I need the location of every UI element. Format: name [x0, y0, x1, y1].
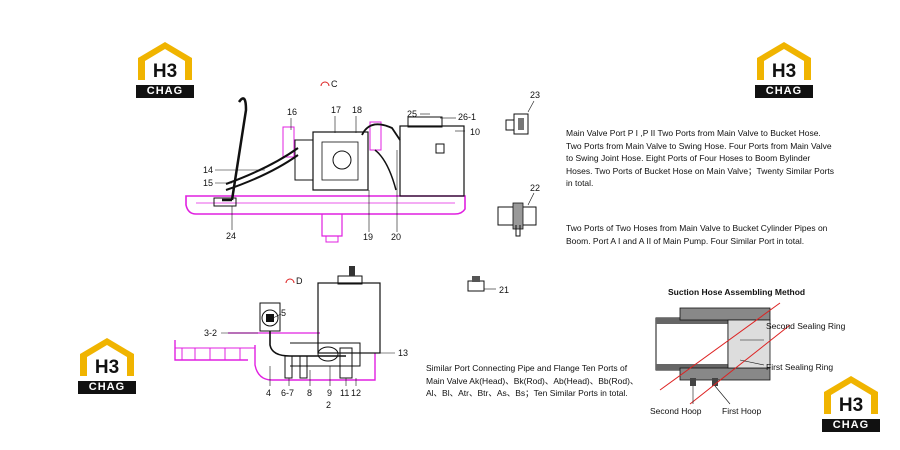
fitting-22-icon — [497, 192, 537, 237]
logo-mark-icon: H3 — [138, 42, 192, 82]
callout-label: 9 — [327, 388, 333, 398]
label-first-sealing-ring: First Sealing Ring — [766, 362, 834, 372]
callout-label: 17 — [331, 105, 342, 115]
logo-mark-text: H3 — [839, 395, 863, 414]
suction-title: Suction Hose Assembling Method — [668, 287, 806, 297]
logo-mark-text: H3 — [95, 357, 119, 376]
callout-label: 20 — [391, 232, 402, 242]
logo-caption: CHAG — [822, 419, 880, 432]
callout-label: 6-7 — [281, 388, 295, 398]
callout-label: 15 — [203, 178, 214, 188]
label-first-hoop: First Hoop — [722, 406, 762, 416]
brand-logo: H3 CHAG — [78, 336, 136, 394]
note-two-ports: Two Ports of Two Hoses from Main Valve t… — [566, 223, 828, 246]
logo-mark-text: H3 — [772, 61, 796, 80]
brand-logo: H3 CHAG — [136, 40, 194, 98]
callout-label: 2 — [326, 400, 332, 410]
callout-label: 25 — [407, 109, 418, 119]
callout-label: 18 — [352, 105, 363, 115]
logo-caption: CHAG — [755, 85, 813, 98]
callout-label: 11 — [340, 388, 350, 398]
logo-caption: CHAG — [78, 381, 136, 394]
callout-label: 8 — [307, 388, 313, 398]
callout-label: 26-1 — [458, 112, 477, 122]
callout-label: 22 — [530, 183, 541, 193]
callout-label: 19 — [363, 232, 374, 242]
callout-label: 13 — [398, 348, 409, 358]
callout-label: 3-2 — [204, 328, 218, 338]
label-second-hoop: Second Hoop — [650, 406, 702, 416]
view-d-label: D — [296, 276, 303, 286]
brand-logo: H3 CHAG — [755, 40, 813, 98]
callout-label: 4 — [266, 388, 272, 398]
callout-label: 10 — [470, 127, 481, 137]
callout-label: 5 — [281, 308, 287, 318]
callout-label: 21 — [499, 285, 510, 295]
suction-hose-detail — [655, 302, 791, 405]
note-main-valve: Main Valve Port P I ,P II Two Ports from… — [566, 128, 835, 188]
note-similar-port: Similar Port Connecting Pipe and Flange … — [426, 363, 639, 398]
logo-mark-text: H3 — [153, 61, 177, 80]
callout-label: 12 — [351, 388, 362, 398]
view-d-assembly — [174, 266, 381, 381]
callout-label: 24 — [226, 231, 237, 241]
view-c-assembly — [185, 97, 466, 243]
logo-mark-icon: H3 — [824, 376, 878, 416]
fitting-21-icon — [467, 276, 496, 292]
logo-mark-icon: H3 — [80, 338, 134, 378]
leader-lines-bottom — [221, 313, 395, 386]
label-second-sealing-ring: Second Sealing Ring — [766, 321, 846, 331]
callout-label: 14 — [203, 165, 214, 175]
callout-label: 16 — [287, 107, 298, 117]
callout-label: 23 — [530, 90, 541, 100]
logo-mark-icon: H3 — [757, 42, 811, 82]
logo-caption: CHAG — [136, 85, 194, 98]
view-c-label: C — [331, 79, 338, 89]
leader-lines-top — [215, 113, 465, 232]
brand-logo: H3 CHAG — [822, 374, 880, 432]
fitting-23-icon — [505, 100, 535, 135]
